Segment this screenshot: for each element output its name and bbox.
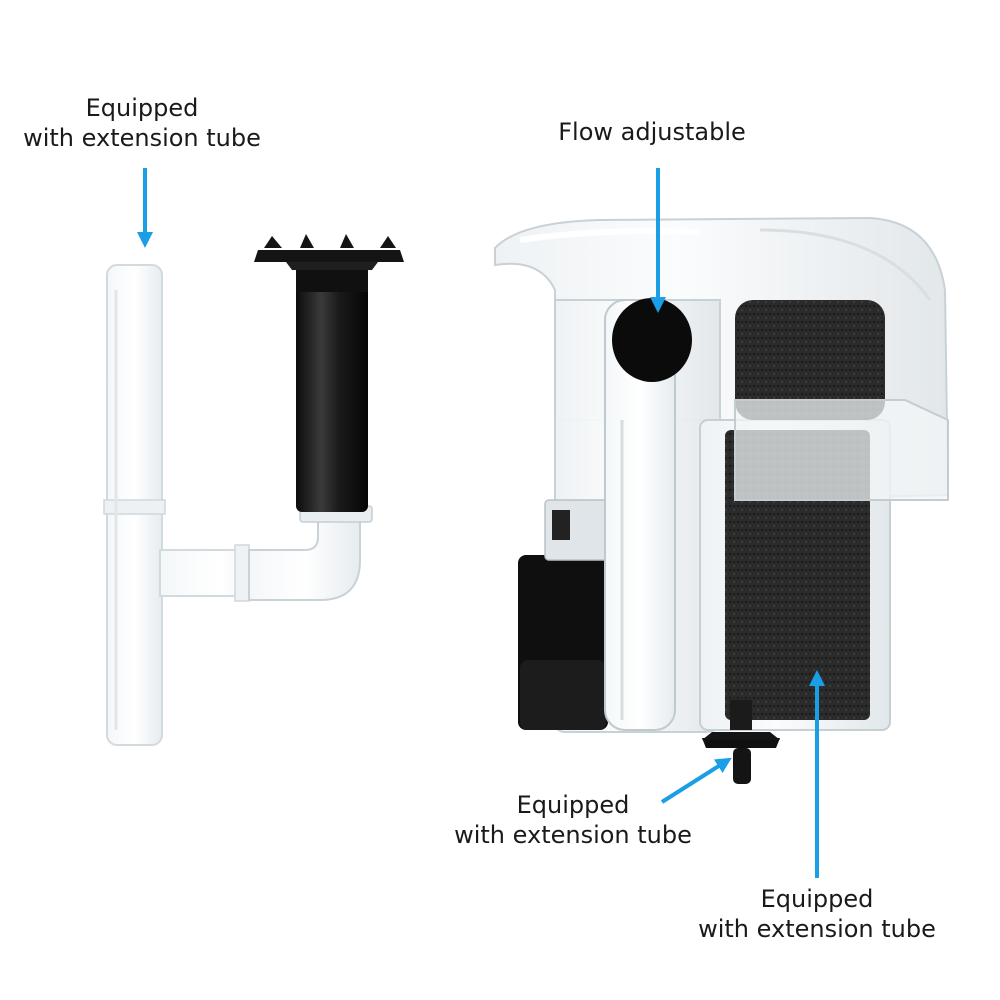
callout-extension-tube-left: Equipped with extension tube	[22, 93, 262, 153]
callout-line-1: Equipped	[516, 791, 630, 819]
callout-extension-tube-bottom-middle: Equipped with extension tube	[453, 790, 693, 850]
callout-flow-adjustable: Flow adjustable	[542, 117, 762, 147]
callout-extension-tube-bottom-right: Equipped with extension tube	[695, 884, 939, 944]
extension-tube-assembly	[103, 234, 404, 746]
callout-line-1: Equipped	[85, 94, 199, 122]
callout-line-2: with extension tube	[23, 124, 261, 152]
callout-line-1: Flow adjustable	[558, 118, 746, 146]
callout-line-2: with extension tube	[454, 821, 692, 849]
hang-on-filter	[494, 216, 950, 784]
arrow-bottom-middle	[660, 757, 732, 804]
callout-line-2: with extension tube	[698, 915, 936, 943]
callout-line-1: Equipped	[760, 885, 874, 913]
